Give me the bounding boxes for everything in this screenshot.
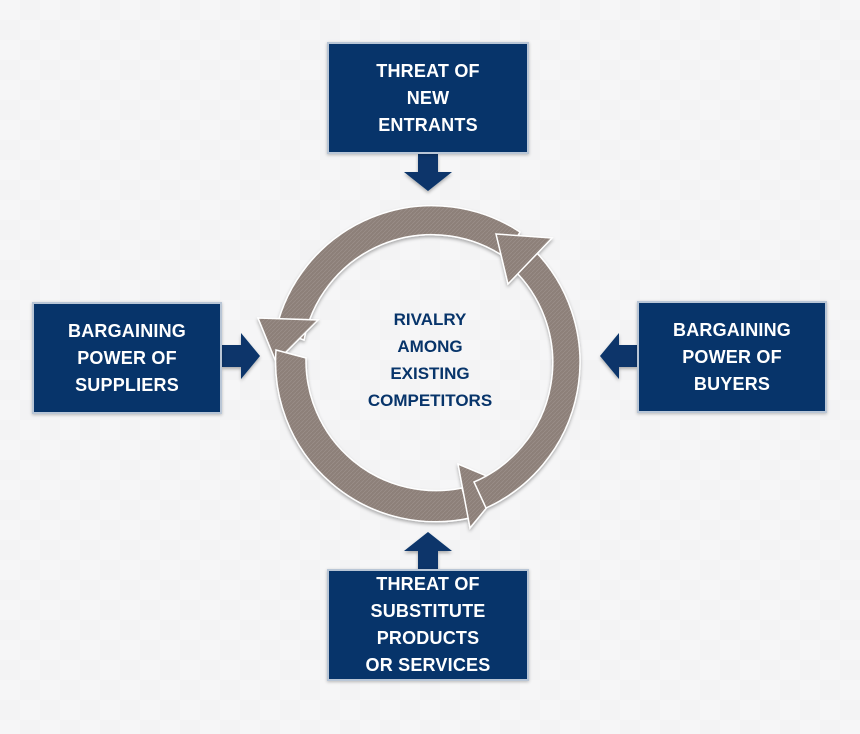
- circular-arrows-icon: [256, 204, 581, 530]
- force-label-substitutes: THREAT OF SUBSTITUTE PRODUCTS OR SERVICE…: [365, 574, 491, 675]
- force-box-substitutes: THREAT OF SUBSTITUTE PRODUCTS OR SERVICE…: [327, 569, 529, 681]
- pointer-arrows: [222, 154, 637, 569]
- arrow-icon-left: [222, 333, 260, 379]
- arrow-icon-bottom: [404, 532, 452, 569]
- arrow-icon-right: [600, 333, 637, 379]
- force-label-buyers: BARGAINING POWER OF BUYERS: [673, 319, 791, 394]
- cycle-arrowhead-left: [256, 317, 320, 364]
- arrow-icon-top: [404, 154, 452, 191]
- cycle-arrowhead-top: [495, 233, 554, 286]
- center-label: RIVALRY AMONG EXISTING COMPETITORS: [367, 310, 493, 410]
- force-box-new-entrants: THREAT OF NEW ENTRANTS: [327, 42, 529, 154]
- force-label-new-entrants: THREAT OF NEW ENTRANTS: [376, 60, 480, 135]
- force-box-suppliers: BARGAINING POWER OF SUPPLIERS: [32, 302, 222, 414]
- force-box-buyers: BARGAINING POWER OF BUYERS: [637, 301, 827, 413]
- force-label-suppliers: BARGAINING POWER OF SUPPLIERS: [68, 320, 186, 395]
